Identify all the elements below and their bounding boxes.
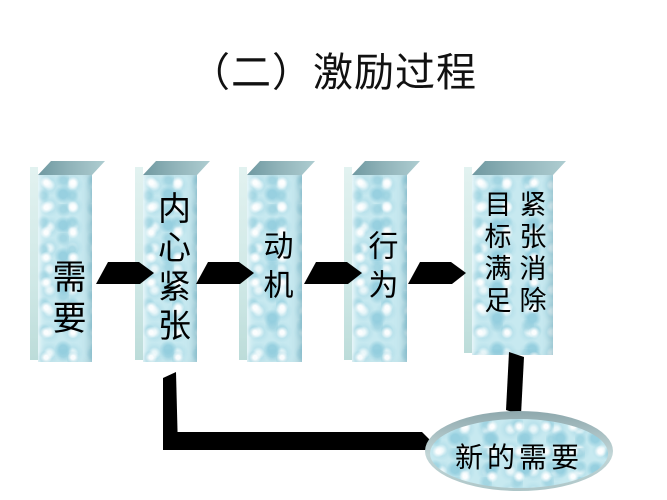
- pillar-label-left-column: 目标满足: [480, 190, 511, 318]
- pillar-top-face: [352, 161, 420, 175]
- pillar-need: 需要: [30, 161, 105, 375]
- right-arrow-icon: [96, 256, 154, 284]
- pillar-side-face: [464, 167, 472, 353]
- pillar-label: 动机: [258, 229, 292, 308]
- pillar-top-face: [38, 161, 105, 175]
- pillar-top-face: [247, 161, 315, 175]
- right-arrow-icon: [408, 256, 466, 284]
- slide-title: （二）激励过程: [190, 50, 477, 95]
- ellipse-label: 新的需要: [454, 442, 583, 474]
- pillar-front-face: 需要: [38, 175, 92, 362]
- pillar-motive: 动机: [239, 161, 315, 375]
- pillar-label-right-column: 紧张消除: [515, 190, 546, 318]
- down-connector: [504, 352, 528, 415]
- pillar-behavior: 行为: [344, 161, 420, 375]
- pillar-label: 需要: [47, 258, 84, 341]
- pillar-front-face: 行为: [352, 175, 407, 362]
- pillar-label: 行为: [363, 229, 397, 308]
- pillar-side-face: [239, 167, 247, 360]
- new-need-ellipse: 新的需要: [430, 419, 608, 488]
- right-arrow-icon: [196, 256, 254, 284]
- pillar-top-face: [472, 161, 566, 175]
- pillar-label: 内心紧张: [152, 190, 189, 347]
- right-arrow-icon: [304, 256, 362, 284]
- pillar-side-face: [30, 167, 38, 360]
- pillar-top-face: [143, 161, 210, 175]
- pillar-front-face: 目标满足 紧张消除: [472, 175, 553, 355]
- pillar-front-face: 内心紧张: [143, 175, 197, 362]
- pillar-goal-satisfied: 目标满足 紧张消除: [464, 161, 566, 369]
- pillar-front-face: 动机: [247, 175, 302, 362]
- pillar-inner-tension: 内心紧张: [135, 161, 210, 375]
- feedback-connector: [160, 372, 445, 456]
